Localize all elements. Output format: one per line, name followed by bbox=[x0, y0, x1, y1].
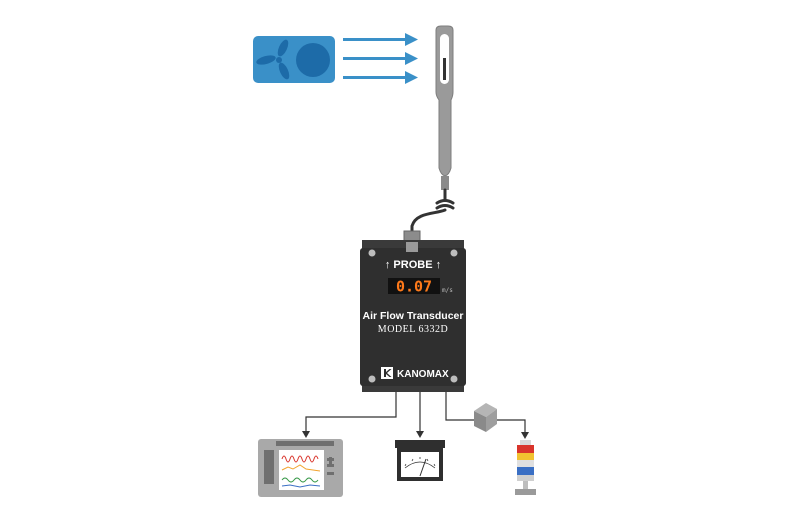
mount-screw bbox=[450, 375, 458, 383]
analog-meter-icon bbox=[395, 440, 445, 481]
transducer-unit: ↑ PROBE ↑ 0.07 m/s Air Flow Transducer M… bbox=[360, 240, 466, 392]
wire-arrowheads bbox=[302, 431, 529, 439]
probe-label: ↑ PROBE ↑ bbox=[385, 259, 441, 271]
digital-display bbox=[388, 278, 440, 294]
display-unit: m/s bbox=[442, 287, 453, 294]
mount-screw bbox=[368, 249, 376, 257]
device-title: Air Flow Transducer bbox=[363, 310, 464, 322]
signal-tower-icon bbox=[515, 440, 536, 495]
brand-label: KANOMAX bbox=[397, 369, 449, 380]
anemometer-probe-icon bbox=[435, 25, 454, 190]
mount-screw bbox=[368, 375, 376, 383]
kanomax-logo-icon bbox=[381, 367, 393, 379]
device-model: MODEL 6332D bbox=[378, 324, 448, 335]
airflow-arrow-icon bbox=[343, 33, 418, 84]
output-wires bbox=[305, 392, 526, 433]
display-value: 0.07 bbox=[396, 278, 432, 296]
probe-connector-plug bbox=[406, 242, 418, 252]
fan-icon bbox=[253, 36, 335, 83]
probe-cable bbox=[410, 188, 455, 234]
mount-screw bbox=[450, 249, 458, 257]
relay-box-icon bbox=[474, 403, 497, 432]
chart-recorder-icon bbox=[258, 439, 343, 497]
